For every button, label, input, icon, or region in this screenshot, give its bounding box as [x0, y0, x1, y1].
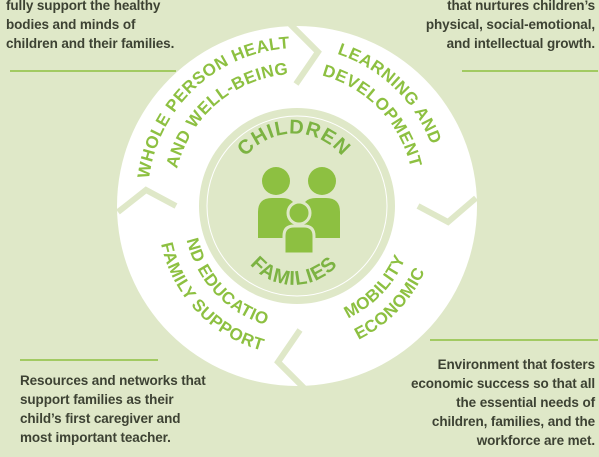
- description-line: children and their families.: [6, 36, 175, 51]
- description-line: bodies and minds of: [6, 17, 136, 32]
- description-line: that nurtures children’s: [447, 0, 595, 13]
- description-health: fully support the healthy bodies and min…: [6, 0, 226, 53]
- description-line: workforce are met.: [476, 433, 595, 448]
- description-economic: Environment that fosters economic succes…: [355, 355, 595, 450]
- description-line: economic success so that all: [410, 376, 595, 391]
- description-line: Environment that fosters: [437, 357, 595, 372]
- description-line: the essential needs of: [456, 395, 595, 410]
- description-line: most important teacher.: [20, 430, 171, 445]
- description-family-support: Resources and networks that support fami…: [20, 371, 270, 447]
- family-icon: [258, 167, 340, 256]
- ring-separators: [116, 21, 478, 391]
- description-learning: that nurtures children’s physical, socia…: [365, 0, 595, 53]
- description-line: fully support the healthy: [6, 0, 161, 13]
- description-line: physical, social-emotional,: [425, 17, 595, 32]
- description-line: and intellectual growth.: [446, 36, 595, 51]
- description-line: children, families, and the: [431, 414, 595, 429]
- description-line: child’s first caregiver and: [20, 411, 181, 426]
- description-line: Resources and networks that: [20, 373, 206, 388]
- description-line: support families as their: [20, 392, 174, 407]
